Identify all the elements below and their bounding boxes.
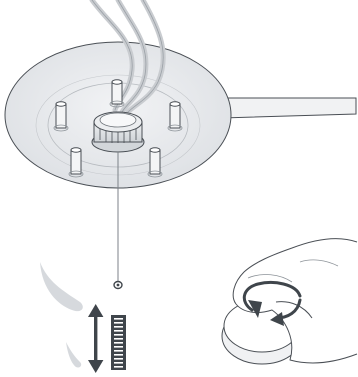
gauge-tick [114, 362, 123, 364]
gauge-tick [114, 366, 123, 368]
gauge-tick [114, 318, 123, 320]
support-posts [53, 79, 183, 178]
support-post-icon [53, 101, 69, 132]
hand-turning-knob-icon [221, 238, 358, 365]
support-post-icon [109, 79, 125, 108]
support-post-icon [147, 147, 163, 178]
gauge-tick [114, 338, 123, 340]
gauge-tick [114, 346, 123, 348]
gauge-tick [114, 350, 123, 352]
handle-icon [221, 97, 357, 119]
gauge-tick [114, 342, 123, 344]
gauge-tick [114, 334, 123, 336]
gauge-tick [114, 326, 123, 328]
hanging-cable-icon [113, 152, 123, 290]
support-post-icon [68, 147, 84, 178]
droplet-icon [40, 262, 83, 312]
support-post-icon [167, 101, 183, 132]
central-hub-icon [91, 111, 145, 153]
graduated-scale-icon [111, 315, 126, 370]
gauge-tick [114, 354, 123, 356]
double-arrow-icon [88, 304, 104, 373]
arrowhead-icon [248, 300, 284, 326]
gauge-tick [114, 330, 123, 332]
droplet-icon [66, 342, 82, 368]
gauge-tick [114, 322, 123, 324]
gauge-tick [114, 358, 123, 360]
